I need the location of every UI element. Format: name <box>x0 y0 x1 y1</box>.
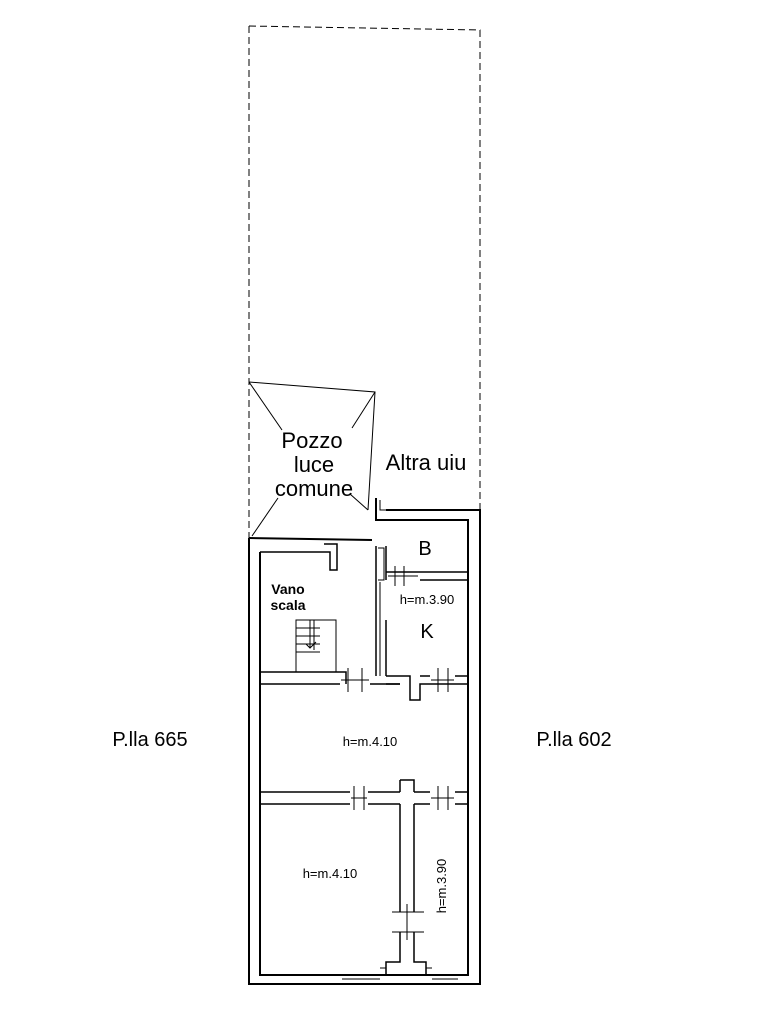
stair-hall-label-line1: Vano <box>271 581 304 597</box>
room-k-label: K <box>420 621 434 643</box>
parcel-left-label: P.lla 665 <box>112 729 187 751</box>
courtyard-outline <box>248 25 481 538</box>
light-well-label-line3: comune <box>275 476 353 501</box>
lower-partition <box>380 804 432 975</box>
main-room-height-label: h=m.4.10 <box>343 734 398 749</box>
outer-walls <box>248 498 481 985</box>
room-b-label: B <box>418 538 431 560</box>
parcel-right-label: P.lla 602 <box>536 729 611 751</box>
other-unit-label: Altra uiu <box>386 450 467 475</box>
lower-room-height-label: h=m.4.10 <box>303 866 358 881</box>
door-markers <box>341 547 458 980</box>
light-well-symbol <box>248 381 376 537</box>
stair-hall-label-line2: scala <box>270 597 305 613</box>
light-well-label-line1: Pozzo <box>281 428 342 453</box>
corridor-height-label: h=m.3.90 <box>434 859 449 914</box>
middle-partition <box>260 779 468 805</box>
stairs-symbol <box>295 619 337 673</box>
stair-walls <box>260 543 387 684</box>
light-well-label-line2: luce <box>294 452 334 477</box>
service-rooms-walls <box>386 571 468 701</box>
room-k-height-label: h=m.3.90 <box>400 592 455 607</box>
upper-partition <box>260 675 468 685</box>
